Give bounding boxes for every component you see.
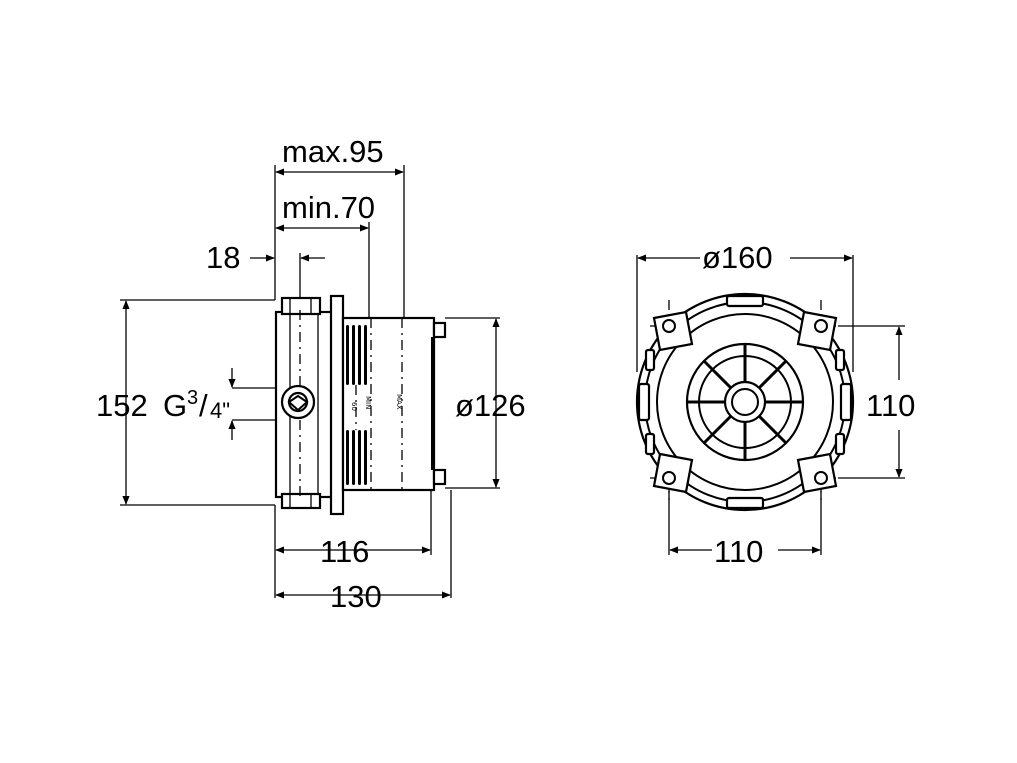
mixer-body-front [635, 292, 855, 512]
mounting-lug-tl [652, 310, 694, 352]
thread-prefix: G [163, 388, 187, 423]
wheel-spokes [687, 344, 803, 460]
label-max: MAX [395, 394, 403, 410]
mounting-lug-tr [796, 310, 838, 352]
label-60: 60 [350, 402, 358, 411]
rib-pattern [346, 325, 367, 485]
dim-wall: 18 [206, 240, 240, 275]
label-min: MIN [364, 396, 372, 409]
dim-130: 130 [330, 579, 382, 614]
mixer-body-side [274, 294, 447, 516]
dim-min: min.70 [282, 190, 375, 225]
dim-height: 152 [96, 388, 148, 423]
dim-110-horizontal: 110 [714, 534, 763, 569]
thread-slash: / [199, 388, 208, 423]
side-view: 60 MIN MAX max.95 min.70 18 152 G 3 / 4"… [96, 134, 526, 614]
front-view: ø160 110 110 [635, 240, 915, 569]
dim-max: max.95 [282, 134, 384, 169]
thread-numerator: 3 [187, 387, 198, 409]
dim-110-vertical: 110 [866, 388, 915, 423]
mounting-lug-bl [652, 452, 694, 494]
dim-diameter-160: ø160 [702, 240, 773, 275]
dim-116: 116 [320, 534, 369, 569]
dim-diameter-126: ø126 [455, 388, 526, 423]
mounting-lug-br [796, 452, 838, 494]
thread-denominator: 4" [210, 398, 230, 423]
